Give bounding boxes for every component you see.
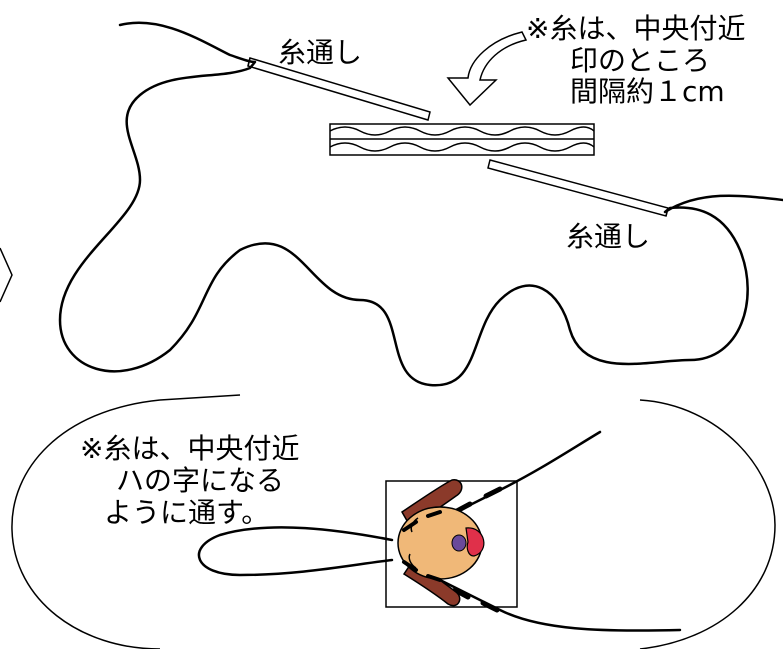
- center-stitch-strip: [329, 123, 595, 156]
- thread-loop-left: [197, 526, 394, 577]
- bottom-diagram: ※糸は、中央付近 ハの字になる ように通す。: [11, 394, 776, 649]
- thread-lower-dashes: [452, 587, 500, 613]
- dog-face: [397, 479, 485, 607]
- dog-mouth: [465, 527, 485, 557]
- dog-stitch-dashes: [402, 510, 442, 582]
- chevron-right-icon: [0, 247, 13, 303]
- fabric-outline-top: [58, 21, 783, 387]
- stitch-wave-upper: [329, 126, 595, 136]
- top-diagram: 糸通し 糸通し ※糸は、中央付近 印のところ 間隔約１cm: [58, 12, 783, 387]
- label-thread-left: 糸通し: [278, 36, 362, 69]
- needle-right: [487, 159, 669, 217]
- note-bottom-line-1: ※糸は、中央付近: [80, 432, 299, 465]
- capsule-right-arc: [639, 399, 776, 649]
- needle-right-eye: [665, 207, 669, 217]
- note-bottom-line-2: ハの字になる: [116, 464, 284, 497]
- needle-left-eye: [247, 57, 251, 67]
- capsule-top-line: [159, 394, 241, 401]
- pointer-arrow: [446, 31, 528, 107]
- note-top-line-3: 間隔約１cm: [570, 75, 725, 108]
- thread-upper-right: [438, 430, 602, 522]
- note-top-line-1: ※糸は、中央付近: [526, 12, 745, 45]
- note-top-line-2: 印のところ: [570, 44, 710, 77]
- stitch-wave-lower: [329, 142, 595, 152]
- pointer-arrow-body: [446, 31, 528, 107]
- note-bottom-line-3: ように通す。: [104, 496, 269, 529]
- capsule-left-arc: [11, 399, 161, 649]
- dog-nose: [451, 534, 467, 552]
- label-thread-right: 糸通し: [566, 220, 650, 253]
- thread-lower-right: [438, 578, 682, 632]
